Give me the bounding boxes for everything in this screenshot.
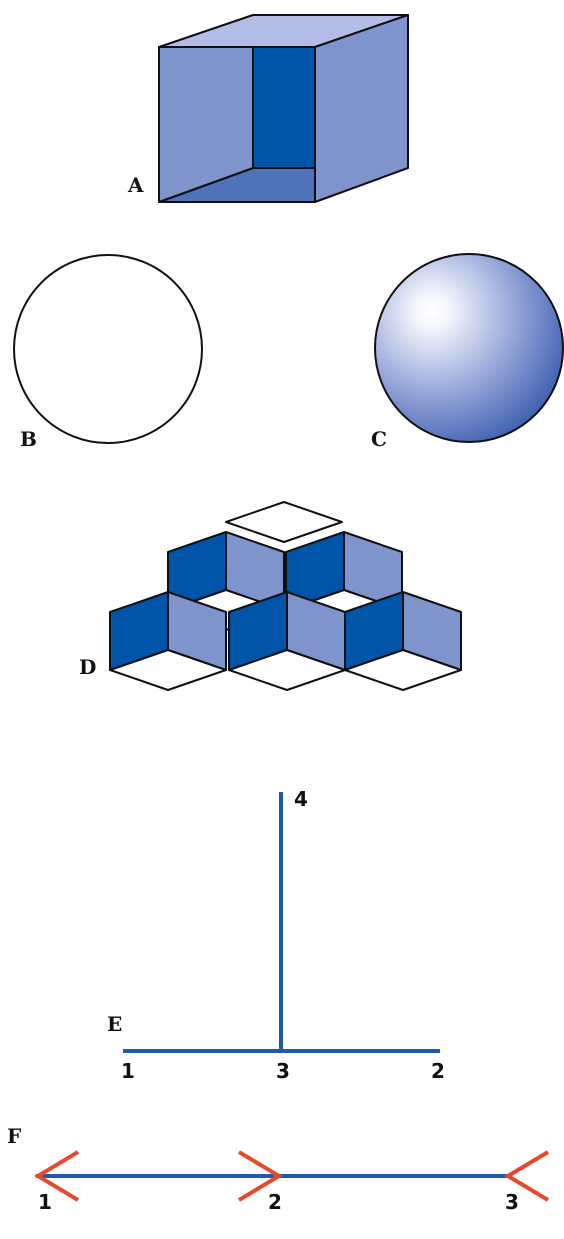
panel-c-sphere — [375, 254, 563, 442]
f-point-3-label: 3 — [505, 1190, 519, 1214]
box-right-side — [315, 15, 408, 202]
point-3-label: 3 — [276, 1059, 290, 1083]
panel-a-box — [159, 15, 408, 202]
panel-f-label: F — [7, 1124, 21, 1148]
f-point-2-label: 2 — [268, 1190, 282, 1214]
panel-b-circle — [14, 255, 202, 443]
panel-e-label: E — [107, 1012, 122, 1036]
panel-a-label: A — [127, 173, 144, 197]
point-1-label: 1 — [121, 1059, 135, 1083]
point-4-label: 4 — [294, 787, 308, 811]
panel-d-label: D — [79, 655, 96, 679]
f-point-1-label: 1 — [38, 1190, 52, 1214]
box-back-wall — [253, 47, 315, 168]
panel-d-cube-pattern — [110, 502, 461, 690]
panel-c-label: C — [371, 427, 387, 451]
panel-b-label: B — [20, 427, 37, 451]
top-diamond — [226, 502, 342, 542]
panel-f-muller-lyer — [36, 1152, 548, 1200]
panel-e-inverted-t — [123, 792, 440, 1051]
point-2-label: 2 — [431, 1059, 445, 1083]
